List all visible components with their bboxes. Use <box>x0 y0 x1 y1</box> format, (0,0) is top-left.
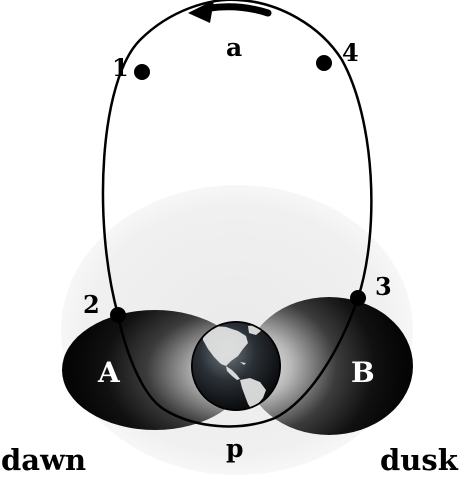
perigee-label: p <box>226 434 243 463</box>
orbit-point-3-label: 3 <box>375 272 392 301</box>
orbit-point-1 <box>134 64 150 80</box>
orbit-path <box>101 0 373 428</box>
orbit-point-1-label: 1 <box>112 53 129 82</box>
orbit-point-2 <box>110 307 126 323</box>
orbit-point-4 <box>316 55 332 71</box>
zone-b-label: B <box>351 356 375 389</box>
orbit-point-2-label: 2 <box>83 290 100 319</box>
apogee-label: a <box>226 33 242 62</box>
globe-americas-icon <box>191 321 281 411</box>
orbit-point-3 <box>350 290 366 306</box>
orbit-point-4-label: 4 <box>342 38 359 67</box>
zone-a-label: A <box>97 356 121 389</box>
lobe-b <box>245 297 413 435</box>
dawn-label: dawn <box>1 443 86 477</box>
counterclockwise-arrow-icon <box>188 0 272 23</box>
dusk-label: dusk <box>380 443 459 477</box>
